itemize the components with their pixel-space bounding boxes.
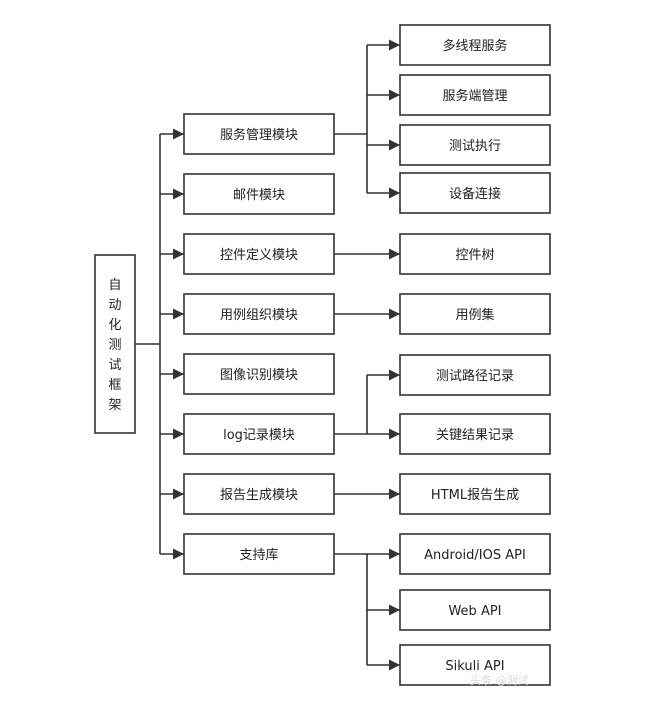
child-label: 设备连接 [449,186,501,202]
module-label: 邮件模块 [233,188,285,203]
module-label: 图像识别模块 [220,368,298,383]
child-label: 关键结果记录 [436,428,514,443]
child-node: 用例集 [334,293,551,335]
child-label: Sikuli API [445,659,504,674]
child-node: 服务端管理 [367,74,551,116]
child-node: HTML报告生成 [334,473,551,515]
child-node: 控件树 [334,233,551,275]
child-node: Sikuli API [367,644,551,686]
module-1-node: 邮件模块 [160,173,335,215]
module-3-node: 用例组织模块 [160,293,335,335]
root-node: 自动化测试框架 [94,254,136,434]
module-0-node: 服务管理模块 [160,113,335,155]
module-7-node: 支持库 [160,533,335,575]
child-label: 测试执行 [449,139,501,154]
module-label: 用例组织模块 [220,308,298,323]
child-node: 多线程服务 [367,24,551,66]
module-label: 支持库 [239,547,278,563]
child-node: Android/IOS API [367,533,551,575]
module-label: 控件定义模块 [220,248,298,263]
module-5-node: log记录模块 [160,413,335,455]
child-label: Android/IOS API [424,548,526,563]
child-node: 设备连接 [367,172,551,214]
root-label: 自动化测试框架 [108,278,121,413]
module-4-node: 图像识别模块 [160,353,335,395]
child-label: HTML报告生成 [431,488,519,503]
child-label: 用例集 [455,307,494,323]
child-node: 测试路径记录 [367,354,551,396]
child-node: 测试执行 [367,124,551,166]
child-label: 多线程服务 [442,38,507,54]
watermark: 头条 @测试 [470,674,529,687]
child-node: Web API [367,589,551,631]
child-node: 关键结果记录 [367,413,551,455]
child-label: 服务端管理 [442,88,507,104]
module-label: 报告生成模块 [220,488,298,503]
module-label: 服务管理模块 [220,127,298,143]
module-2-node: 控件定义模块 [160,233,335,275]
child-label: Web API [448,604,501,619]
module-label: log记录模块 [223,428,295,443]
child-label: 测试路径记录 [436,368,514,384]
child-label: 控件树 [455,248,494,263]
module-6-node: 报告生成模块 [160,473,335,515]
